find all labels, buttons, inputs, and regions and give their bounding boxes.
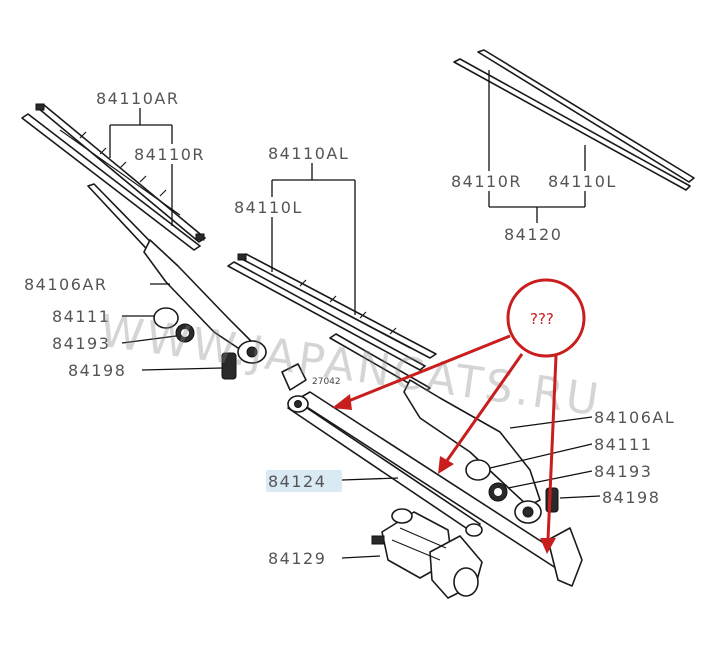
question-circle [506,278,586,358]
label-84106AR: 84106AR [24,275,107,294]
motor-mount-tab [371,535,385,545]
label-84110AR: 84110AR [96,89,179,108]
linkage-bracket-left [281,363,307,391]
blade-rubber-right [477,49,695,183]
left-hardware [153,307,237,380]
label-84110L-mid: 84110L [234,198,303,217]
label-84106AL: 84106AL [594,408,675,427]
blade-rubber-left [453,58,691,191]
bolt [545,487,559,513]
arrow-to-pivot [345,334,511,404]
bolt [221,352,237,380]
arrow-to-bracket [546,355,558,541]
linkage-joint [465,523,483,537]
blade-end-cap [35,103,45,111]
wiper-motor [371,508,483,599]
blade-rubber-refills [453,49,695,191]
question-text: ??? [530,310,554,328]
arrowhead [332,394,352,410]
label-84124: 84124 [268,472,326,491]
label-84111-right: 84111 [594,435,652,454]
motor-end-cap [453,567,479,597]
label-84193-left: 84193 [52,334,110,353]
wiper-linkage [281,363,583,587]
pivot-cap [465,459,491,481]
label-84198-left: 84198 [68,361,126,380]
right-wiper-blade [21,103,206,251]
label-84110R-top: 84110R [134,145,205,164]
blade-rubber [21,113,201,251]
motor-shaft [391,508,413,524]
question-annotation: ??? [332,278,586,554]
label-84120: 84120 [504,225,562,244]
pivot-cap [153,307,179,329]
label-84110AL: 84110AL [268,144,349,163]
label-84110L-right: 84110L [548,172,617,191]
left-wiper-blade [227,253,437,371]
label-84198-right: 84198 [602,488,660,507]
arrowhead [438,456,454,474]
blade-end-cap [195,233,205,241]
blade-end-cap [237,253,247,261]
label-84193-right: 84193 [594,462,652,481]
arrow-to-linkage [444,353,524,463]
label-small-code: 27042 [312,377,341,387]
label-84111-left: 84111 [52,307,110,326]
right-hardware [465,459,559,513]
label-84129: 84129 [268,549,326,568]
linkage-bracket-right [547,527,583,587]
arrowhead [540,538,556,554]
label-84110R-right: 84110R [451,172,522,191]
right-wiper-arm [87,183,267,364]
blade-rubber [227,261,426,371]
part-labels: 84110AR 84110R 84110AL 84110L 84110R 841… [22,88,692,568]
